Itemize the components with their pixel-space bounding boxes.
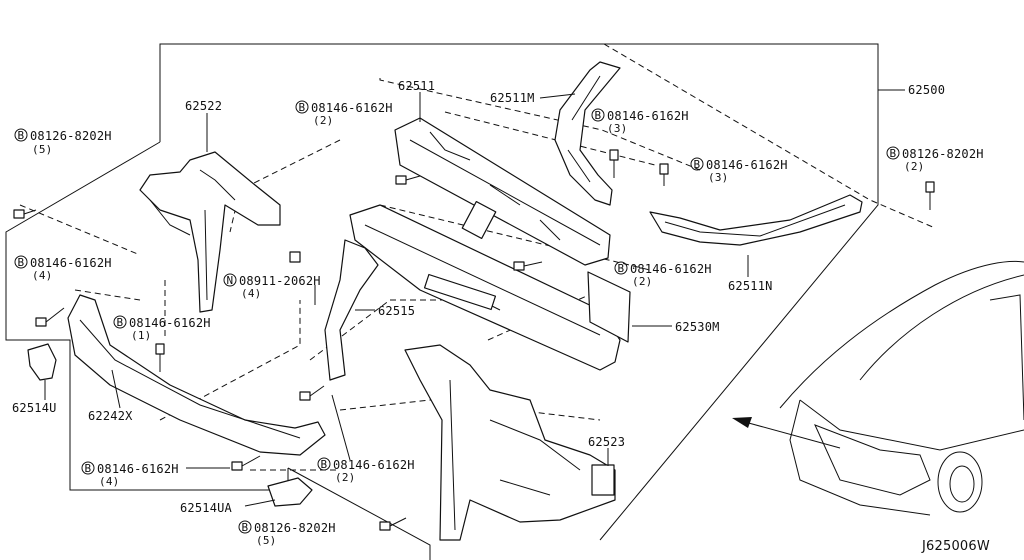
part-62511-bracket — [461, 200, 497, 240]
callout-b6: B 08146-6162H (4) — [14, 255, 112, 282]
label-62515: 62515 — [378, 304, 415, 318]
label-62530M: 62530M — [675, 320, 720, 334]
svg-text:(5): (5) — [32, 143, 52, 156]
svg-text:08146-6162H: 08146-6162H — [706, 158, 788, 172]
label-62514U: 62514U — [12, 401, 57, 415]
part-core-lower-bar — [349, 204, 621, 371]
label-62523: 62523 — [588, 435, 625, 449]
svg-text:N: N — [227, 274, 234, 287]
callout-b7: B 08146-6162H (2) — [614, 261, 712, 288]
bolt-icons — [13, 149, 935, 531]
callout-b3: B 08146-6162H (3) — [591, 108, 689, 135]
svg-text:B: B — [890, 147, 897, 160]
svg-text:08126-8202H: 08126-8202H — [30, 129, 112, 143]
svg-text:B: B — [117, 316, 124, 329]
callout-b11: B 08126-8202H (5) — [238, 520, 336, 547]
part-62522-detail — [149, 169, 236, 301]
svg-text:08911-2062H: 08911-2062H — [239, 274, 321, 288]
label-62511M: 62511M — [490, 91, 535, 105]
part-62511-detail — [409, 131, 601, 246]
svg-text:(4): (4) — [241, 287, 261, 300]
svg-text:B: B — [694, 158, 701, 171]
svg-text:(4): (4) — [99, 475, 119, 488]
part-62515 — [324, 239, 379, 381]
part-62523-block — [591, 464, 615, 496]
callout-b4: B 08146-6162H (3) — [690, 157, 788, 184]
label-62242X: 62242X — [88, 409, 133, 423]
svg-text:(3): (3) — [607, 122, 627, 135]
part-labels: 62500 62511 62511M 62511N 62522 62515 62… — [12, 79, 945, 515]
svg-text:(2): (2) — [313, 114, 333, 127]
svg-text:(2): (2) — [632, 275, 652, 288]
leader-lines — [44, 92, 749, 507]
svg-text:08126-8202H: 08126-8202H — [254, 521, 336, 535]
svg-text:(1): (1) — [131, 329, 151, 342]
svg-text:(2): (2) — [335, 471, 355, 484]
part-62523-detail — [449, 379, 581, 531]
callout-b2: B 08146-6162H (2) — [295, 100, 393, 127]
label-62511N: 62511N — [728, 279, 773, 293]
part-62523 — [404, 344, 616, 541]
svg-text:B: B — [618, 262, 625, 275]
svg-text:B: B — [18, 129, 25, 142]
svg-text:(3): (3) — [708, 171, 728, 184]
svg-text:08146-6162H: 08146-6162H — [607, 109, 689, 123]
part-62514U — [27, 343, 57, 381]
svg-text:B: B — [299, 101, 306, 114]
callout-b8: B 08146-6162H (1) — [113, 315, 211, 342]
assembly-frame-bottom — [287, 467, 431, 560]
part-62522 — [139, 151, 281, 313]
part-62530M — [587, 271, 631, 343]
callout-n1: N 08911-2062H (4) — [223, 273, 321, 300]
svg-text:B: B — [85, 462, 92, 475]
svg-text:(4): (4) — [32, 269, 52, 282]
svg-text:08146-6162H: 08146-6162H — [30, 256, 112, 270]
part-62511M-detail — [567, 75, 601, 183]
label-62500: 62500 — [908, 83, 945, 97]
assembly-frame — [159, 43, 879, 541]
svg-text:B: B — [18, 256, 25, 269]
svg-text:B: B — [242, 521, 249, 534]
label-62514UA: 62514UA — [180, 501, 233, 515]
svg-text:08146-6162H: 08146-6162H — [333, 458, 415, 472]
svg-text:08146-6162H: 08146-6162H — [97, 462, 179, 476]
vehicle-illustration — [779, 260, 1024, 516]
svg-text:08146-6162H: 08146-6162H — [630, 262, 712, 276]
callout-b10: B 08146-6162H (2) — [317, 457, 415, 484]
part-62242X — [67, 294, 326, 456]
part-core-lower-bar-plate — [423, 273, 497, 311]
svg-text:B: B — [595, 109, 602, 122]
callout-b9: B 08146-6162H (4) — [81, 461, 179, 488]
svg-text:B: B — [321, 458, 328, 471]
svg-text:08146-6162H: 08146-6162H — [311, 101, 393, 115]
label-62522: 62522 — [185, 99, 222, 113]
svg-text:(2): (2) — [904, 160, 924, 173]
fastener-callouts: B 08126-8202H (5) B 08146-6162H (2) B 08… — [14, 100, 984, 547]
part-62242X-detail — [79, 319, 301, 439]
part-62511N — [649, 194, 863, 246]
part-62511M — [554, 61, 621, 206]
callout-b1: B 08126-8202H (5) — [14, 128, 112, 156]
svg-text:(5): (5) — [256, 534, 276, 547]
direction-arrow — [732, 417, 841, 449]
callout-b5: B 08126-8202H (2) — [886, 146, 984, 173]
diagram-code: J625006W — [921, 539, 990, 554]
svg-text:08146-6162H: 08146-6162H — [129, 316, 211, 330]
part-62511N-detail — [664, 204, 846, 237]
svg-text:08126-8202H: 08126-8202H — [902, 147, 984, 161]
part-62514UA — [267, 477, 313, 507]
label-62511: 62511 — [398, 79, 435, 93]
